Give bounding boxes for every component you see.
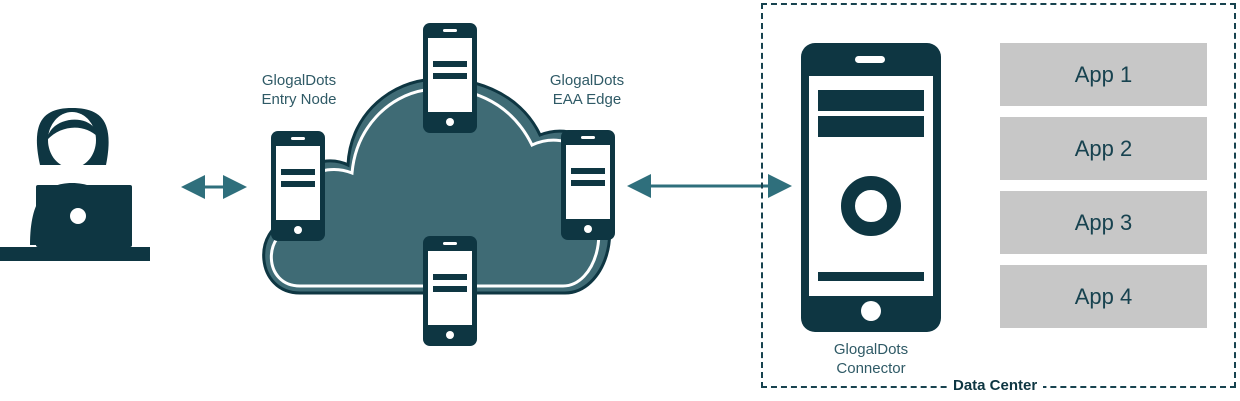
connector-device-icon bbox=[801, 43, 941, 332]
app-box-1: App 1 bbox=[1000, 43, 1207, 106]
eaa-edge-label-line1: GlogalDots bbox=[549, 72, 625, 89]
mobile-device-icon-top bbox=[423, 23, 477, 133]
connector-label: GlogalDots Connector bbox=[806, 340, 936, 378]
connector-label-line2: Connector bbox=[836, 360, 906, 377]
user-laptop-icon bbox=[0, 108, 150, 261]
mobile-device-icon-edge bbox=[561, 130, 615, 240]
entry-node-label: GlogalDots Entry Node bbox=[236, 71, 362, 109]
app-box-3: App 3 bbox=[1000, 191, 1207, 254]
data-center-label: Data Center bbox=[947, 377, 1044, 395]
mobile-device-icon-entry bbox=[271, 131, 325, 241]
entry-node-label-line2: Entry Node bbox=[261, 91, 337, 108]
eaa-edge-label-line2: EAA Edge bbox=[552, 91, 622, 108]
app-box-2: App 2 bbox=[1000, 117, 1207, 180]
app-box-4: App 4 bbox=[1000, 265, 1207, 328]
mobile-device-icon-bottom bbox=[423, 236, 477, 346]
entry-node-label-line1: GlogalDots bbox=[261, 72, 337, 89]
connector-label-line1: GlogalDots bbox=[833, 341, 909, 358]
eaa-edge-label: GlogalDots EAA Edge bbox=[524, 71, 650, 109]
